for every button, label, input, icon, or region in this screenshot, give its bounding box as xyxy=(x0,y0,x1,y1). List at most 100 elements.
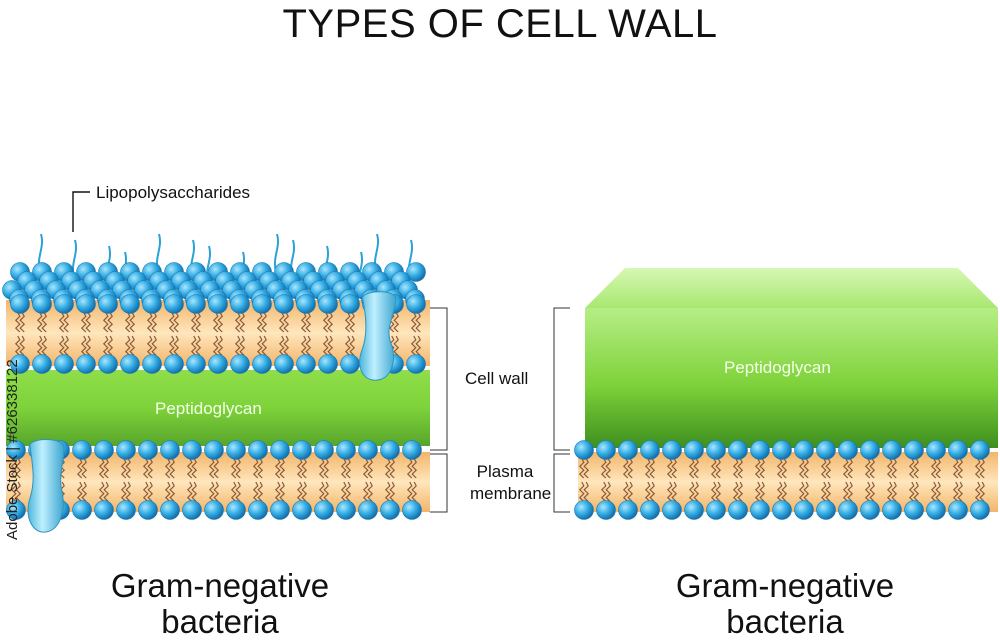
lipid-tail xyxy=(957,481,964,502)
lps-pointer-line xyxy=(72,191,90,232)
lipid-tail xyxy=(120,458,127,479)
lipid-tail xyxy=(367,458,374,479)
lipid-tail xyxy=(406,481,413,502)
phospholipid-head xyxy=(72,500,92,520)
lipid-tail xyxy=(600,481,607,502)
lipid-tail xyxy=(710,458,717,479)
lipid-tail xyxy=(930,481,937,502)
phospholipid-head xyxy=(116,440,136,460)
lipid-tail xyxy=(186,481,193,502)
phospholipid-head xyxy=(380,440,400,460)
phospholipid-head xyxy=(772,500,792,520)
phospholipid-head xyxy=(926,500,946,520)
lipid-tail xyxy=(102,335,109,356)
lipid-tail xyxy=(362,481,369,502)
lipid-tail xyxy=(296,458,303,479)
cell-wall-label: Cell wall xyxy=(465,369,529,388)
phospholipid-head xyxy=(684,500,704,520)
lipid-tail xyxy=(81,481,88,502)
lipid-tail xyxy=(644,458,651,479)
lipid-tail xyxy=(81,458,88,479)
lipid-tail xyxy=(869,458,876,479)
lipid-tail xyxy=(279,458,286,479)
phospholipid-head xyxy=(248,440,268,460)
caption-right: Gram-negative bacteria xyxy=(675,567,895,640)
phospholipid-head xyxy=(270,500,290,520)
lipid-tail xyxy=(605,481,612,502)
lipid-tail xyxy=(191,458,198,479)
lipid-tail xyxy=(737,458,744,479)
lipid-tail xyxy=(168,335,175,356)
lipid-tail xyxy=(213,481,220,502)
lipid-tail xyxy=(41,335,48,356)
lipid-tail xyxy=(235,481,242,502)
lipid-tail xyxy=(732,458,739,479)
lipid-tail xyxy=(737,481,744,502)
lipid-tail xyxy=(124,335,131,356)
lipid-tail xyxy=(146,335,153,356)
phospholipid-head xyxy=(274,294,294,314)
lipid-tail xyxy=(120,481,127,502)
lipid-tail xyxy=(410,335,417,356)
lipid-tail xyxy=(76,458,83,479)
lipid-tail xyxy=(102,312,109,333)
lipid-tail xyxy=(349,335,356,356)
lipid-tail xyxy=(230,481,237,502)
lipid-tail xyxy=(58,312,65,333)
lipid-tail xyxy=(322,335,329,356)
phospholipid-head xyxy=(252,354,272,374)
lipid-tail xyxy=(124,312,131,333)
phospholipid-head xyxy=(948,440,968,460)
lipid-tail xyxy=(129,312,136,333)
lipid-tail xyxy=(781,481,788,502)
phospholipid-head xyxy=(406,262,426,282)
right-peptidoglycan-top-face xyxy=(585,268,998,308)
lipid-tail xyxy=(974,458,981,479)
lipid-tail xyxy=(362,458,369,479)
lipid-tail xyxy=(979,458,986,479)
phospholipid-head xyxy=(182,440,202,460)
lipid-tail xyxy=(825,481,832,502)
lipid-tail xyxy=(759,481,766,502)
cell-wall-bracket-left xyxy=(430,307,448,451)
phospholipid-head xyxy=(314,440,334,460)
lipid-tail xyxy=(257,458,264,479)
lipid-tail xyxy=(578,458,585,479)
phospholipid-head xyxy=(336,500,356,520)
phospholipid-head xyxy=(662,500,682,520)
lipid-tail xyxy=(230,458,237,479)
lipid-tail xyxy=(891,481,898,502)
stock-watermark: Adobe Stock | #626338122 xyxy=(4,359,21,540)
lipid-tail xyxy=(212,335,219,356)
lipid-tail xyxy=(41,312,48,333)
lipid-tail xyxy=(389,481,396,502)
phospholipid-head xyxy=(182,500,202,520)
phospholipid-head xyxy=(340,354,360,374)
lipid-tail xyxy=(168,312,175,333)
phospholipid-head xyxy=(292,500,312,520)
lipid-tail xyxy=(173,312,180,333)
lipid-tail xyxy=(367,481,374,502)
lipid-tail xyxy=(195,335,202,356)
lipid-tail xyxy=(14,312,21,333)
lipid-tail xyxy=(622,458,629,479)
phospholipid-head xyxy=(340,294,360,314)
phospholipid-head xyxy=(230,294,250,314)
lipid-tail xyxy=(803,458,810,479)
phospholipid-head xyxy=(970,440,990,460)
phospholipid-head xyxy=(314,500,334,520)
phospholipid-head xyxy=(230,354,250,374)
lipid-tail xyxy=(147,458,154,479)
peptidoglycan-label-left: Peptidoglycan xyxy=(155,399,262,418)
phospholipid-head xyxy=(54,294,74,314)
lipid-tail xyxy=(19,335,26,356)
lipid-tail xyxy=(952,458,959,479)
lipid-tail xyxy=(164,458,171,479)
lipid-tail xyxy=(19,312,26,333)
lipid-tail xyxy=(384,481,391,502)
lipid-tail xyxy=(212,312,219,333)
lipid-tail xyxy=(732,481,739,502)
plasma-membrane-bracket-right xyxy=(553,453,570,513)
lipid-tail xyxy=(164,481,171,502)
lipid-tail xyxy=(864,458,871,479)
